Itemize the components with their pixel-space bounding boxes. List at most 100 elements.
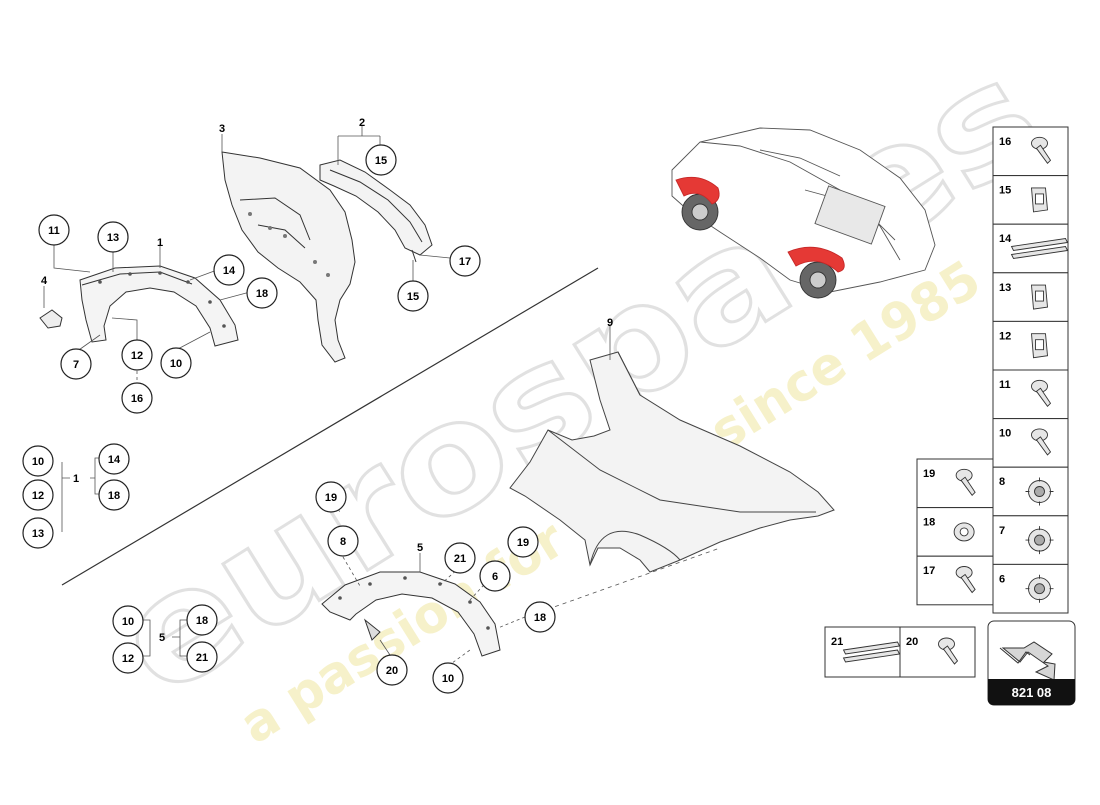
callout-circle — [112, 642, 144, 674]
callout-13: 13 — [97, 221, 129, 253]
callout-number: 12 — [32, 490, 44, 502]
callout-number: 7 — [73, 359, 79, 371]
callout-circle — [376, 654, 408, 686]
highlight-front-arch — [675, 176, 720, 205]
table-cell-label: 13 — [999, 282, 1011, 294]
callout-circle — [507, 526, 539, 558]
callout-circle — [22, 445, 54, 477]
page-code-badge: 821 08 — [987, 620, 1076, 706]
callout-circle — [121, 382, 153, 414]
callout-circle — [524, 601, 556, 633]
callout-number: 13 — [32, 528, 44, 540]
table-cell-part-12: 12 — [992, 320, 1069, 371]
watermark-brand: eurospares — [87, 27, 1070, 731]
table-cell-border — [899, 626, 976, 678]
callout-18: 18 — [524, 601, 556, 633]
callout-circle — [60, 348, 92, 380]
callout-10: 10 — [160, 347, 192, 379]
table-cell-label: 8 — [999, 476, 1005, 488]
callout-number: 15 — [407, 291, 419, 303]
callout-number: 15 — [375, 155, 387, 167]
table-cell-label: 10 — [999, 428, 1011, 440]
callout-number: 10 — [170, 358, 182, 370]
nut-icon — [953, 522, 975, 542]
table-cell-label: 15 — [999, 185, 1011, 197]
part-inner-fender-panel — [221, 151, 356, 363]
table-cell-border — [916, 555, 994, 606]
callout-number: 6 — [492, 571, 498, 583]
callout-number: 12 — [131, 350, 143, 362]
callout-number: 14 — [223, 265, 236, 277]
callout-18: 18 — [186, 604, 218, 636]
table-cell-label: 14 — [999, 233, 1012, 245]
callout-number: 12 — [122, 653, 134, 665]
table-cell-label: 12 — [999, 330, 1011, 342]
callout-number: 21 — [454, 553, 466, 565]
callout-circle — [38, 214, 70, 246]
callout-8: 8 — [327, 525, 359, 557]
table-cell-part-8: 8 — [992, 466, 1069, 517]
callout-16: 16 — [121, 382, 153, 414]
table-cell-part-13: 13 — [992, 272, 1069, 322]
callout-number: 18 — [108, 490, 120, 502]
table-cell-label: 18 — [923, 517, 935, 529]
callout-number: 13 — [107, 232, 119, 244]
table-cell-label: 6 — [999, 573, 1005, 585]
table-cell-border — [992, 175, 1069, 225]
clip-icon — [1031, 187, 1048, 213]
callout-circle — [22, 517, 54, 549]
table-cell-part-21: 21 — [824, 626, 901, 678]
part-front-wheel-arch-liner — [79, 265, 239, 347]
table-cell-border — [992, 126, 1069, 177]
callout-circle — [246, 277, 278, 309]
clip-icon — [1031, 333, 1048, 359]
callout-number: 8 — [340, 536, 346, 548]
strip-icon — [842, 641, 901, 663]
callout-12: 12 — [22, 479, 54, 511]
callout-number: 18 — [256, 288, 268, 300]
callout-number: 10 — [32, 456, 44, 468]
screw-icon — [955, 468, 976, 496]
table-cell-part-20: 20 — [899, 626, 976, 678]
grommet-icon — [1025, 477, 1054, 506]
callout-18: 18 — [98, 479, 130, 511]
callout-circle — [444, 542, 476, 574]
callout-circle — [315, 481, 347, 513]
table-cell-part-7: 7 — [992, 515, 1069, 565]
table-cell-label: 17 — [923, 565, 935, 577]
callout-12: 12 — [121, 339, 153, 371]
callout-number: 17 — [459, 256, 471, 268]
part-rear-wheelhouse-panel — [509, 351, 835, 573]
screw-icon — [955, 566, 976, 594]
grommet-icon — [1025, 574, 1054, 603]
highlight-rear-arch — [787, 246, 845, 273]
callout-13: 13 — [22, 517, 54, 549]
label-1-group: 1 — [73, 473, 79, 485]
table-cell-part-10: 10 — [992, 418, 1069, 468]
table-cell-border — [992, 320, 1069, 371]
callout-19: 19 — [507, 526, 539, 558]
callout-6: 6 — [479, 560, 511, 592]
callout-14: 14 — [98, 443, 130, 475]
callout-number: 19 — [325, 492, 337, 504]
screw-icon — [938, 637, 959, 665]
callout-19: 19 — [315, 481, 347, 513]
table-cell-part-6: 6 — [992, 563, 1069, 614]
callout-12: 12 — [112, 642, 144, 674]
vehicle-location-thumbnail — [671, 127, 936, 299]
table-cell-part-16: 16 — [992, 126, 1069, 177]
table-cell-label: 16 — [999, 136, 1011, 148]
callout-20: 20 — [376, 654, 408, 686]
screw-icon — [1031, 428, 1052, 456]
callout-circle — [121, 339, 153, 371]
table-cell-label: 20 — [906, 636, 918, 648]
table-cell-border — [916, 458, 994, 509]
callout-number: 10 — [122, 616, 134, 628]
table-cell-border — [992, 369, 1069, 420]
callout-7: 7 — [60, 348, 92, 380]
table-cell-part-14: 14 — [992, 223, 1069, 274]
table-cell-part-19: 19 — [916, 458, 994, 509]
callout-circle — [186, 604, 218, 636]
